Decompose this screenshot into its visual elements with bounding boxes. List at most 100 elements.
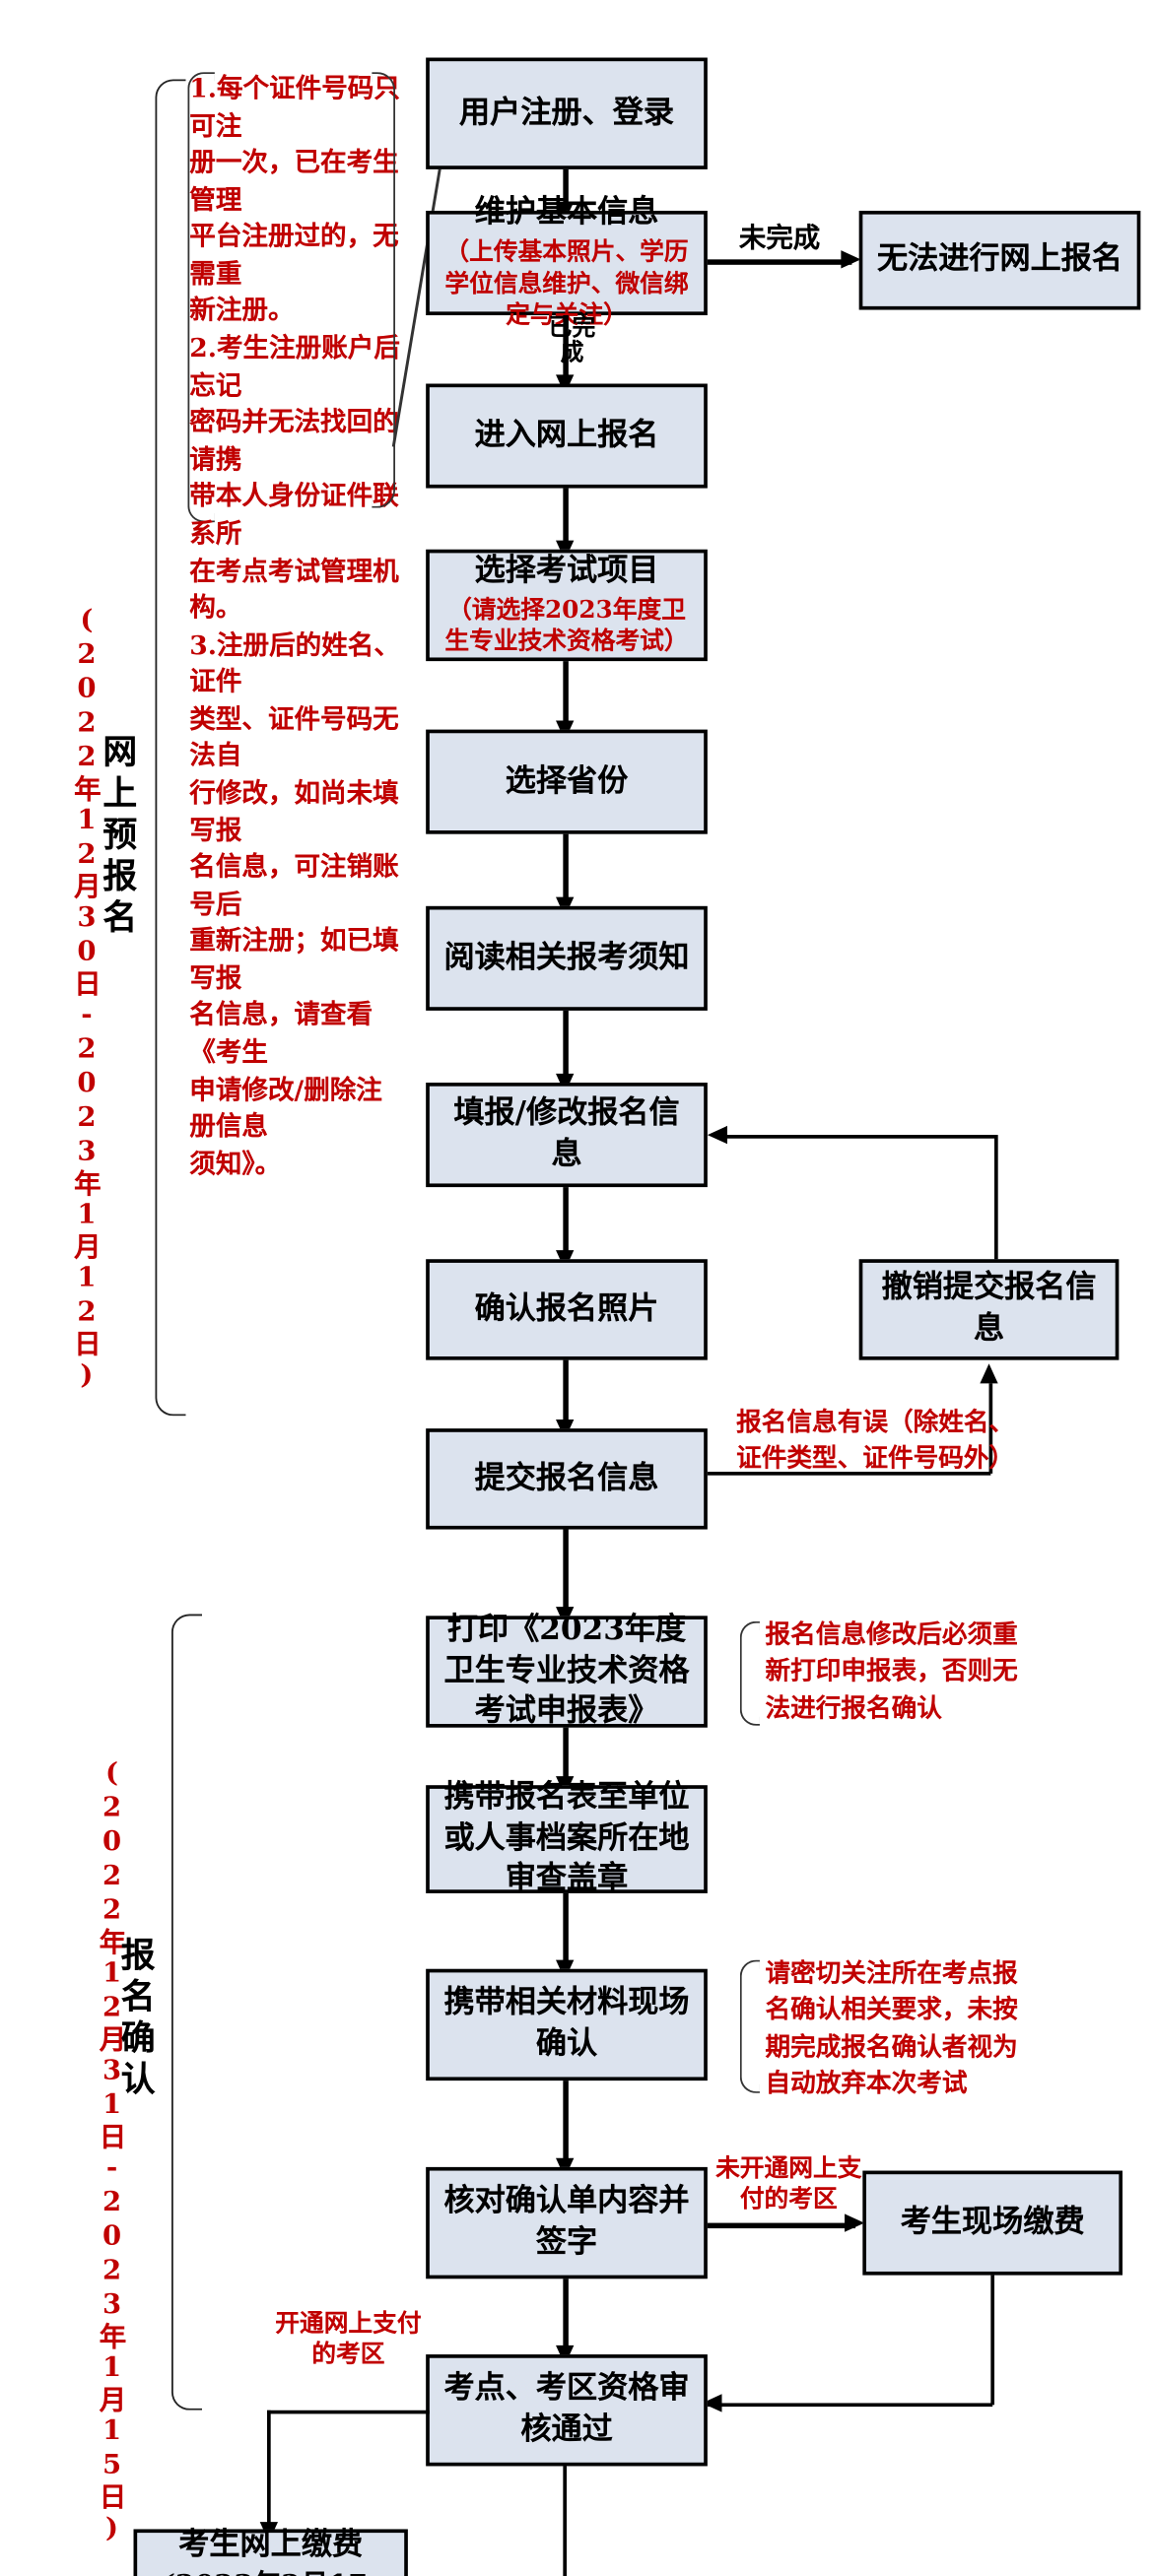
arrow-left-feedback (707, 1125, 727, 1145)
node-maintain-basic-info[interactable]: 维护基本信息 （上传基本照片、学历学位信息维护、微信绑定与关注） (426, 195, 708, 330)
edge-label-text: 未开通网上支付的考区 (715, 2154, 862, 2214)
edge-review-to-online-payment-h (267, 2410, 430, 2413)
node-withdraw-submit[interactable]: 撤销提交报名信息 (858, 1259, 1120, 1360)
edge-label-finished: 已完成 (548, 315, 596, 367)
note-bracket-confirm-deadline (739, 1959, 760, 2093)
node-title: 携带报名表至单位或人事档案所在地审查盖章 (443, 1778, 690, 1898)
stage-bracket-pre-registration (155, 79, 186, 1417)
node-title: 打印《2023年度卫生专业技术资格考试申报表》 (443, 1611, 690, 1731)
note-line: 报名信息有误（除姓名、 (736, 1409, 1015, 1438)
node-title: 考生网上缴费 (178, 2528, 364, 2564)
note-reprint-form: 报名信息修改后必须重 新打印申报表，否则无 法进行报名确认 (765, 1618, 1036, 1727)
edge-notice-to-fill (563, 1010, 569, 1080)
edge-submit-to-withdraw-horizontal (707, 1472, 991, 1475)
node-cannot-apply[interactable]: 无法进行网上报名 (858, 210, 1141, 310)
node-select-province[interactable]: 选择省份 (426, 729, 708, 834)
edge-label-has-online-pay: 开通网上支付的考区 (267, 2309, 430, 2370)
note-line: 类型、证件号码无法自 (189, 703, 399, 772)
note-line: 密码并无法找回的请携 (189, 407, 399, 476)
note-line: 请密切关注所在考点报 (765, 1959, 1018, 1989)
note-registration-rules: 1.每个证件号码只可注 册一次，已在考生管理 平台注册过的，无需重 新注册。 2… (189, 72, 402, 1184)
stage-date-registration-confirm: (2022年12月31日-2023年1月15日) (96, 1755, 129, 2545)
node-title: 填报/修改报名信息 (453, 1094, 680, 1173)
node-title: 无法进行网上报名 (876, 241, 1123, 278)
edge-fill-to-photo (563, 1187, 569, 1256)
node-title: 用户注册、登录 (459, 95, 674, 131)
edge-feedback-vertical (994, 1135, 997, 1271)
edge-review-to-admission (563, 2466, 567, 2576)
node-online-payment[interactable]: 考生网上缴费 (2023年2月17-28日) (133, 2528, 408, 2576)
note-line: 名确认相关要求，未按 (765, 1996, 1018, 2025)
note-line: 行修改，如尚未填写报 (189, 777, 399, 846)
note-bracket-reprint-form (739, 1620, 760, 1726)
edge-submit-to-withdraw-vertical (988, 1383, 992, 1474)
arrow-right (841, 250, 861, 269)
note-line: 新打印申报表，否则无 (765, 1657, 1018, 1687)
edge-feedback-horizontal (725, 1135, 996, 1138)
note-info-error: 报名信息有误（除姓名、 证件类型、证件号码外） (736, 1405, 1025, 1478)
note-confirm-deadline: 请密切关注所在考点报 名确认相关要求，未按 期完成报名确认者视为 自动放弃本次考… (765, 1956, 1036, 2102)
node-review-pass[interactable]: 考点、考区资格审核通过 (426, 2354, 708, 2467)
edge-print-to-stamp (563, 1727, 569, 1786)
node-confirm-photo[interactable]: 确认报名照片 (426, 1259, 708, 1360)
node-title: 提交报名信息 (474, 1460, 659, 1496)
node-title: 选择考试项目 (474, 553, 659, 589)
note-line: 名信息，请查看《考生 (189, 1000, 374, 1069)
node-register-login[interactable]: 用户注册、登录 (426, 57, 708, 169)
node-submit-info[interactable]: 提交报名信息 (426, 1428, 708, 1530)
arrow-up (980, 1363, 998, 1384)
note-bracket-registration-rules (187, 72, 215, 523)
edge-enter-to-select-exam (563, 488, 569, 548)
edge-label-not-finished: 未完成 (738, 221, 821, 254)
edge-photo-to-submit (563, 1359, 569, 1425)
edge-maintain-to-enter (563, 315, 569, 384)
edge-onsite-payment-down (990, 2275, 994, 2406)
note-line: 2.考生注册账户后忘记 (189, 333, 400, 402)
node-title: 撤销提交报名信息 (881, 1270, 1097, 1348)
node-stamp-form[interactable]: 携带报名表至单位或人事档案所在地审查盖章 (426, 1779, 708, 1897)
node-print-form[interactable]: 打印《2023年度卫生专业技术资格考试申报表》 (426, 1612, 708, 1730)
note-line: 重新注册；如已填写报 (189, 926, 399, 995)
edge-province-to-notice (563, 833, 569, 903)
node-onsite-payment[interactable]: 考生现场缴费 (862, 2170, 1123, 2276)
edge-maintain-to-cannot (707, 259, 852, 265)
edge-verify-to-review (563, 2279, 569, 2355)
edge-stamp-to-onsite (563, 1892, 569, 1969)
note-line: 在考点考试管理机构。 (189, 556, 399, 624)
edge-register-to-maintain (563, 168, 569, 210)
node-title: 携带相关材料现场确认 (443, 1985, 690, 2063)
node-title: 确认报名照片 (474, 1290, 659, 1327)
node-select-exam-item[interactable]: 选择考试项目 （请选择2023年度卫生专业技术资格考试） (426, 549, 708, 662)
note-line: 册一次，已在考生管理 (189, 148, 399, 216)
node-title: 进入网上报名 (474, 417, 659, 453)
note-line: 平台注册过的，无需重 (189, 222, 399, 291)
stage-label-online-pre-registration: 网上预报名 (97, 733, 138, 941)
node-onsite-confirm[interactable]: 携带相关材料现场确认 (426, 1968, 708, 2081)
edge-onsite-to-verify (563, 2081, 569, 2167)
edge-select-exam-to-province (563, 661, 569, 730)
node-verify-sign[interactable]: 核对确认单内容并签字 (426, 2166, 708, 2279)
edge-review-to-online-payment-v (267, 2410, 270, 2534)
node-title: 维护基本信息 (474, 194, 659, 231)
node-title: 阅读相关报考须知 (443, 939, 690, 976)
note-line: 申请修改/删除注册信息 (189, 1075, 382, 1143)
note-line: 证件类型、证件号码外） (736, 1445, 1015, 1475)
note-line: 1.每个证件号码只可注 (189, 73, 400, 142)
arrow-right (845, 2213, 865, 2232)
node-title: 考生现场缴费 (900, 2204, 1085, 2241)
node-title: 考点、考区资格审核通过 (443, 2370, 690, 2449)
edge-label-no-online-pay: 未开通网上支付的考区 (708, 2154, 870, 2215)
edge-verify-to-onsite-payment (707, 2222, 856, 2228)
node-date: (2023年2月17-28日) (148, 2567, 393, 2576)
note-line: 须知》。 (189, 1149, 282, 1180)
note-line: 新注册。 (189, 296, 295, 327)
note-line: 法进行报名确认 (765, 1694, 942, 1724)
node-title: 核对确认单内容并签字 (443, 2183, 690, 2261)
edge-onsite-payment-left (707, 2403, 993, 2407)
node-fill-modify-info[interactable]: 填报/修改报名信息 (426, 1083, 708, 1188)
node-read-notice[interactable]: 阅读相关报考须知 (426, 905, 708, 1011)
node-enter-online-apply[interactable]: 进入网上报名 (426, 383, 708, 489)
stage-bracket-confirm (170, 1614, 203, 2411)
note-line: 报名信息修改后必须重 (765, 1620, 1018, 1651)
